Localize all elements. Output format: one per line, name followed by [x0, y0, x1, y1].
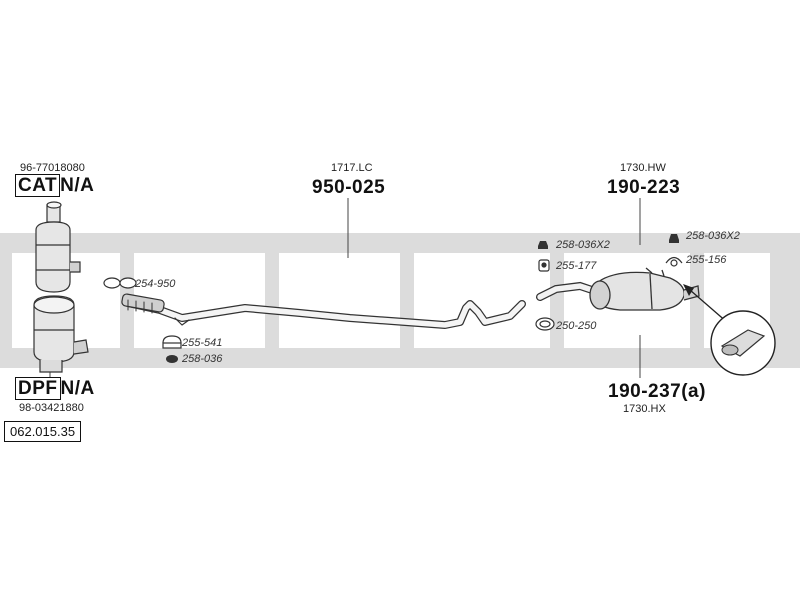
front-pipe-part-number: 950-025 [312, 177, 386, 198]
hanger-icon-255-156 [665, 256, 683, 267]
catalyst-value: N/A [60, 175, 95, 196]
hanger-icon-255-177 [538, 259, 550, 272]
ref-258-036x2-left: 258-036X2 [556, 239, 610, 251]
clamp-icon-255-541 [162, 335, 182, 349]
nut-icon-258-036x2-right [669, 234, 679, 243]
ref-258-036: 258-036 [182, 353, 223, 365]
tailpipe-detail [683, 284, 776, 376]
catalyst-part-number: 96-77018080 [20, 162, 85, 174]
rear-pipe-part-number-top: 190-223 [607, 177, 681, 198]
ref-250-250: 250-250 [556, 320, 597, 332]
catalyst-part [35, 201, 81, 293]
dpf-value: N/A [60, 378, 95, 399]
dpf-part-number: 98-03421880 [19, 402, 84, 414]
catalyst-label: CAT [15, 174, 61, 197]
rear-pipe-code-top: 1730.HW [620, 162, 666, 174]
dpf-label: DPF [15, 377, 61, 400]
ref-258-036x2-right: 258-036X2 [686, 230, 740, 242]
nut-icon-258-036x2-left [538, 241, 548, 249]
ref-255-177: 255-177 [556, 260, 597, 272]
front-pipe-code: 1717.LC [331, 162, 373, 174]
gasket-icon-254-950 [103, 277, 137, 289]
rear-silencer-part-number: 190-237(a) [608, 381, 706, 402]
nut-icon-258-036 [166, 355, 178, 363]
diagram-id: 062.015.35 [4, 421, 82, 442]
leader-lines [49, 198, 641, 378]
dpf-part [33, 295, 89, 373]
ref-255-541: 255-541 [182, 337, 223, 349]
rear-silencer-code: 1730.HX [623, 403, 666, 415]
clamp-icon-250-250 [535, 317, 555, 331]
front-pipe-part [121, 293, 526, 329]
ref-254-950: 254-950 [135, 278, 176, 290]
ref-255-156: 255-156 [686, 254, 727, 266]
